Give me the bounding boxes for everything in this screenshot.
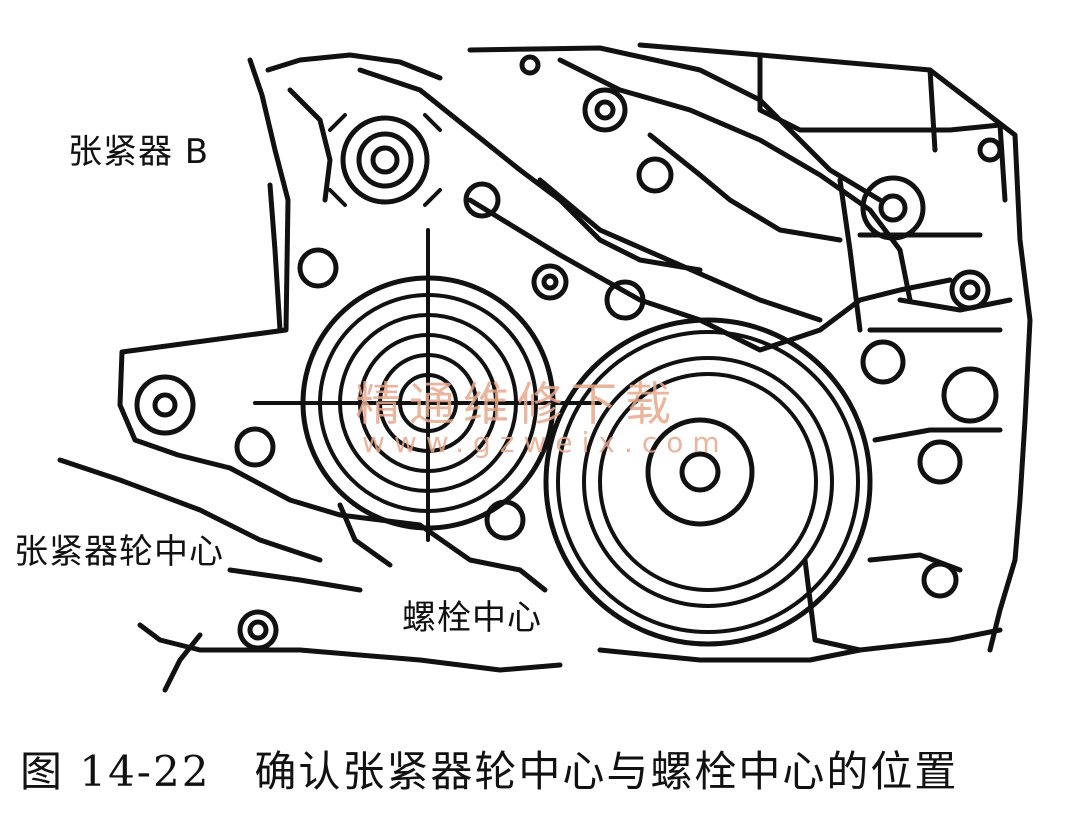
figure-caption: 图 14-22 确认张紧器轮中心与螺栓中心的位置 <box>20 747 959 796</box>
left-bracket <box>134 374 276 468</box>
tensioner-b-gear <box>328 113 442 207</box>
watermark-text: 精通维修下载 <box>355 377 679 431</box>
watermark-url: www.gzweix.com <box>362 426 729 459</box>
label-bolt-center: 螺栓中心 <box>402 598 542 638</box>
engine-housing-outline <box>57 42 1033 693</box>
label-tensioner-pulley-center: 张紧器轮中心 <box>14 532 224 572</box>
label-tensioner-b: 张紧器 B <box>68 132 210 172</box>
drive-pulley <box>543 317 873 647</box>
center-crosshair <box>253 228 602 542</box>
bolts <box>237 54 1003 651</box>
